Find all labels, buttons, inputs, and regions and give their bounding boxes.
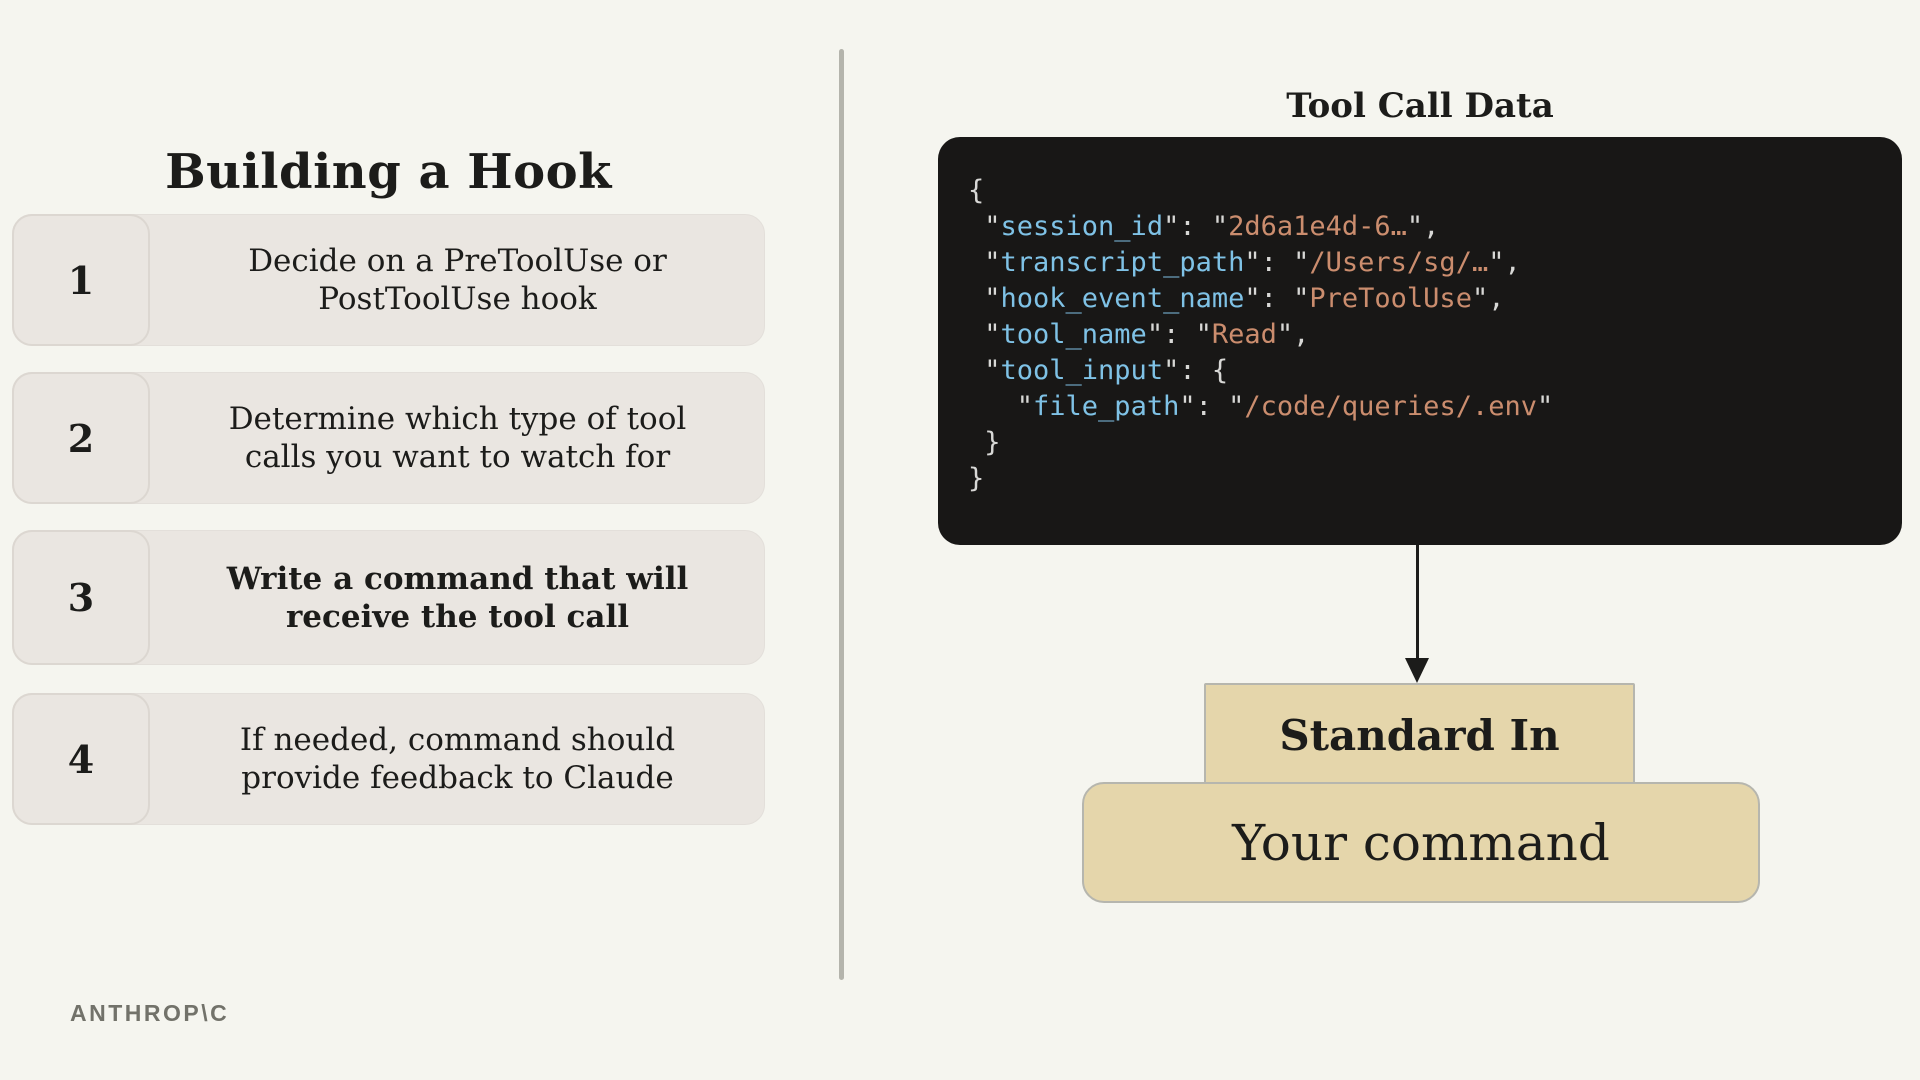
page-title: Building a Hook <box>165 144 612 200</box>
tool-call-data-code-block: { "session_id": "2d6a1e4d-6…", "transcri… <box>938 137 1902 545</box>
step-row-4: 4 If needed, command should provide feed… <box>12 693 765 825</box>
step-row-2: 2 Determine which type of tool calls you… <box>12 372 765 504</box>
step-number: 3 <box>67 575 95 620</box>
step-number-badge: 1 <box>12 214 150 346</box>
your-command-box: Your command <box>1082 782 1760 903</box>
vertical-divider <box>839 49 844 980</box>
step-number: 1 <box>67 257 95 303</box>
step-row-1: 1 Decide on a PreToolUse or PostToolUse … <box>12 214 765 346</box>
code-block-heading: Tool Call Data <box>1286 86 1554 126</box>
standard-in-box: Standard In <box>1204 683 1635 787</box>
your-command-label: Your command <box>1232 813 1610 872</box>
standard-in-label: Standard In <box>1279 710 1560 760</box>
step-text: Write a command that will receive the to… <box>226 560 689 635</box>
step-number-badge: 3 <box>12 530 150 665</box>
arrow-down-head-icon <box>1405 658 1429 683</box>
step-number: 4 <box>67 736 95 782</box>
arrow-down-line <box>1416 545 1419 663</box>
step-number-badge: 2 <box>12 372 150 504</box>
step-number: 2 <box>67 415 95 461</box>
code-content: { "session_id": "2d6a1e4d-6…", "transcri… <box>968 175 1554 494</box>
anthropic-logo: ANTHROP\C <box>70 1000 230 1026</box>
step-number-badge: 4 <box>12 693 150 825</box>
step-text: Determine which type of tool calls you w… <box>228 401 687 475</box>
step-text: Decide on a PreToolUse or PostToolUse ho… <box>248 243 667 317</box>
step-row-3: 3 Write a command that will receive the … <box>12 530 765 665</box>
step-text: If needed, command should provide feedba… <box>239 722 676 796</box>
